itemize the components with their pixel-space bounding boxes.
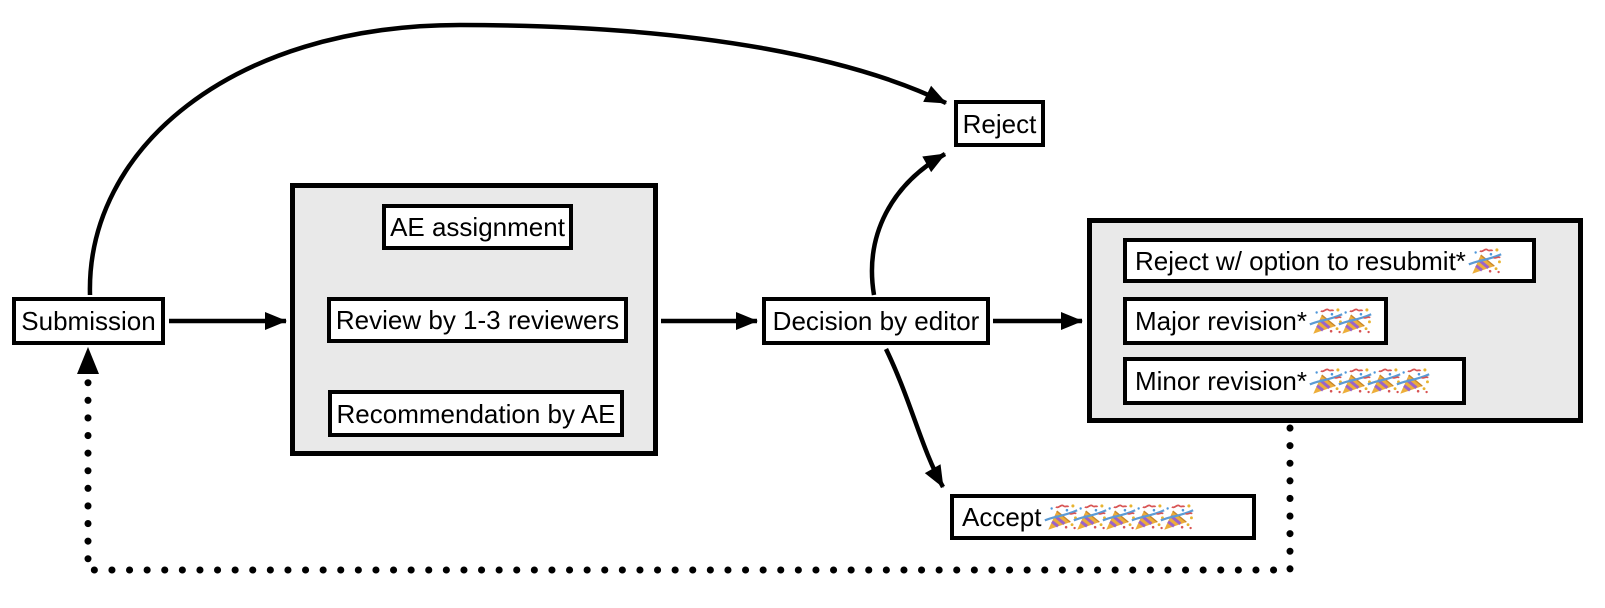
edge-feedback-dotted — [84, 376, 1294, 574]
node-reject-label: Reject — [962, 108, 1037, 139]
node-minor-revision-label: Minor revision* — [1135, 366, 1307, 396]
party-popper-icon — [1309, 364, 1430, 398]
party-popper-icon — [1043, 500, 1194, 534]
node-recommendation-label: Recommendation by AE — [336, 398, 616, 429]
node-recommendation: Recommendation by AE — [328, 390, 624, 437]
node-ae-assignment: AE assignment — [382, 204, 573, 250]
edge-submission-reject — [87, 22, 947, 296]
node-ae-assignment-label: AE assignment — [390, 212, 565, 242]
party-popper-icon — [1468, 244, 1502, 278]
node-minor-revision: Minor revision* — [1123, 357, 1466, 405]
node-reject-resubmit: Reject w/ option to resubmit* — [1123, 238, 1536, 283]
node-submission-label: Submission — [21, 306, 156, 336]
node-reject-resubmit-label: Reject w/ option to resubmit* — [1135, 245, 1466, 276]
party-popper-icon — [1309, 304, 1372, 338]
node-decision-label: Decision by editor — [772, 306, 980, 336]
node-major-revision: Major revision* — [1123, 297, 1388, 345]
node-decision: Decision by editor — [762, 297, 990, 345]
node-reject: Reject — [954, 100, 1045, 147]
node-review-label: Review by 1-3 reviewers — [335, 305, 620, 335]
node-submission: Submission — [12, 297, 165, 345]
node-review: Review by 1-3 reviewers — [327, 297, 628, 343]
node-accept: Accept — [950, 494, 1256, 540]
node-major-revision-label: Major revision* — [1135, 306, 1307, 336]
node-accept-label: Accept — [962, 502, 1042, 532]
feedback-arrowhead — [77, 347, 99, 374]
edge-decision-reject — [869, 152, 947, 296]
edge-decision-accept — [883, 348, 945, 489]
